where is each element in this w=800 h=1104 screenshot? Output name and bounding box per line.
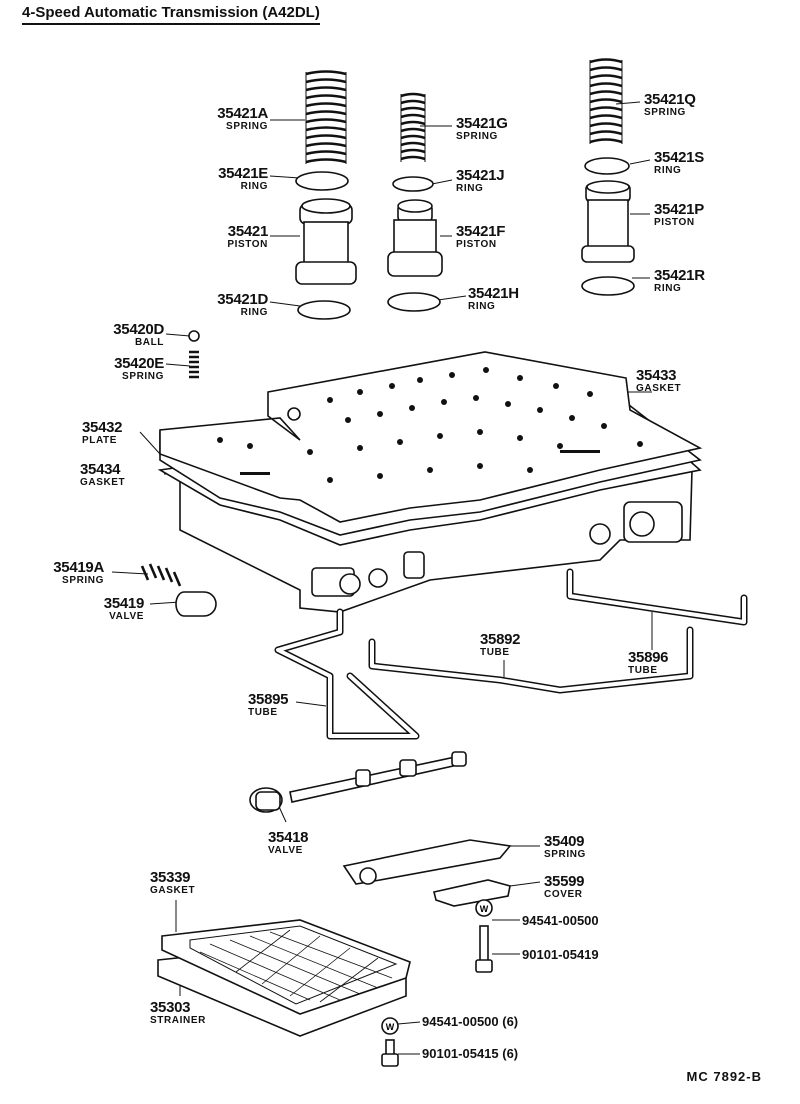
spring-35409-roller <box>359 867 377 885</box>
ring-35421e-drawing <box>295 171 349 191</box>
tube-35896-drawing <box>566 568 748 626</box>
piston-35421p-drawing <box>581 180 635 263</box>
bolt-90101-05419-drawing <box>475 925 493 973</box>
fastener-90101-05415-qty6: 90101-05415 (6) <box>422 1046 519 1061</box>
bolt-90101-05415-drawing <box>381 1039 399 1067</box>
cover-35599-drawing <box>433 879 511 907</box>
piston-35421f-drawing <box>387 199 443 277</box>
page-title: 4-Speed Automatic Transmission (A42DL) <box>22 4 320 25</box>
valve-35418-drawing <box>249 751 467 813</box>
washer-bottom-mark: W <box>386 1022 395 1032</box>
ring-35421r-drawing <box>581 276 635 296</box>
tube-35895-drawing <box>274 608 420 740</box>
valve-35419-drawing <box>175 591 217 617</box>
washer-bottom-drawing <box>381 1017 399 1035</box>
ring-35421h-drawing <box>387 292 441 312</box>
washer-top-mark: W <box>480 904 489 914</box>
fastener-94541-00500: 94541-00500 <box>522 913 599 928</box>
fastener-90101-05419: 90101-05419 <box>522 947 599 962</box>
ring-35421j-drawing <box>392 176 434 192</box>
tube-35892-drawing <box>368 626 694 694</box>
reference-code: MC 7892-B <box>686 1069 762 1084</box>
gasket-35433-drawing <box>159 351 703 523</box>
fastener-94541-00500-qty6: 94541-00500 (6) <box>422 1014 519 1029</box>
washer-top-drawing <box>475 899 493 917</box>
ball-35420d-drawing <box>188 330 200 342</box>
ring-35421s-drawing <box>584 157 630 175</box>
spring-35421q-drawing <box>589 58 623 144</box>
spring-35419a-drawing <box>140 563 182 587</box>
strainer-mesh <box>199 929 393 1003</box>
spring-35421a-drawing <box>305 70 347 164</box>
spring-35421g-drawing <box>400 92 426 162</box>
spring-35409-drawing <box>342 839 512 885</box>
plate-holes <box>217 367 643 483</box>
ring-35421d-drawing <box>297 300 351 320</box>
spring-35420e-drawing <box>189 350 199 379</box>
piston-35421-drawing <box>295 198 357 285</box>
gasket-35339-drawing <box>161 919 411 1015</box>
